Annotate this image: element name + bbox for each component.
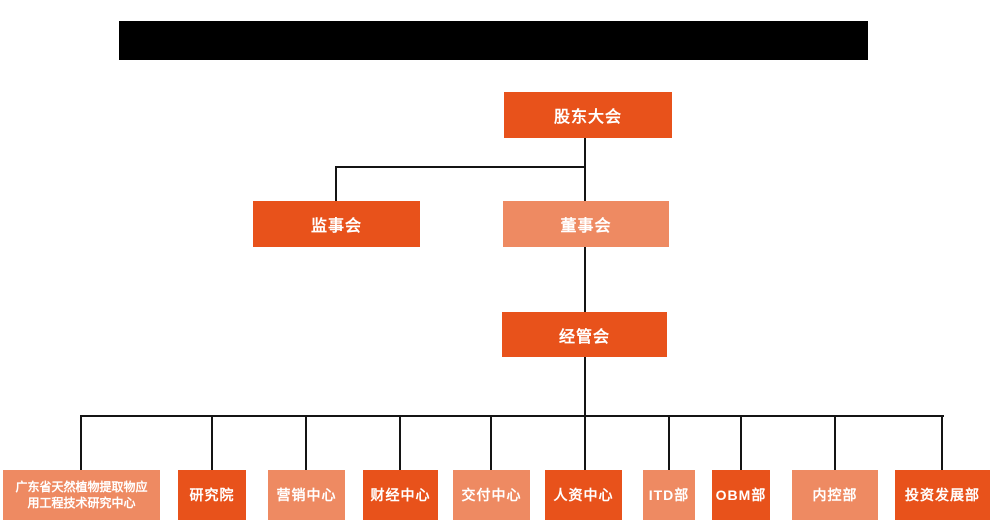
- org-box-label-line2: 用工程技术研究中心: [27, 496, 136, 510]
- org-box-marketing-center: 营销中心: [268, 470, 345, 520]
- connector-departments-horizontal: [80, 415, 944, 417]
- connector-drop-investment-dev-dept: [941, 415, 943, 470]
- connector-drop-internal-control-dept: [834, 415, 836, 470]
- org-box-label: 监事会: [310, 218, 362, 235]
- org-box-finance-center: 财经中心: [363, 470, 438, 520]
- org-box-label: 人资中心: [553, 487, 614, 503]
- connector-drop-hr-center: [584, 415, 586, 470]
- org-box-itd-department: ITD部: [643, 470, 695, 520]
- org-box-shareholders-meeting: 股东大会: [504, 92, 672, 138]
- connector-board-to-management: [584, 247, 586, 312]
- org-box-label: OBM部: [715, 487, 767, 503]
- connector-supervisory-drop: [335, 166, 337, 201]
- org-box-label: 经管会: [558, 328, 610, 346]
- connector-drop-research-institute: [211, 415, 213, 470]
- connector-drop-finance-center: [399, 415, 401, 470]
- connector-row2-horizontal: [335, 166, 586, 168]
- org-box-guangdong-plant-extract-research-center: 广东省天然植物提取物应 用工程技术研究中心: [3, 470, 160, 520]
- org-box-board-of-directors: 董事会: [503, 201, 669, 247]
- redacted-title-bar: [119, 21, 868, 60]
- org-box-label: 内控部: [812, 487, 858, 503]
- org-box-supervisory-board: 监事会: [253, 201, 420, 247]
- org-box-management-committee: 经管会: [502, 312, 667, 357]
- org-box-investment-development-department: 投资发展部: [895, 470, 990, 520]
- org-box-research-institute: 研究院: [178, 470, 246, 520]
- org-box-obm-department: OBM部: [712, 470, 770, 520]
- org-box-label: 交付中心: [461, 487, 522, 503]
- org-box-internal-control-department: 内控部: [792, 470, 878, 520]
- org-box-label: ITD部: [648, 487, 690, 503]
- connector-drop-itd-dept: [668, 415, 670, 470]
- connector-shareholders-down: [584, 138, 586, 201]
- org-box-label: 财经中心: [370, 487, 431, 503]
- connector-drop-research-center: [80, 415, 82, 470]
- connector-management-down: [584, 357, 586, 416]
- org-box-label: 营销中心: [276, 487, 337, 503]
- org-box-label: 股东大会: [553, 109, 622, 126]
- connector-drop-obm-dept: [740, 415, 742, 470]
- org-box-delivery-center: 交付中心: [453, 470, 530, 520]
- org-box-label: 研究院: [189, 487, 235, 503]
- connector-drop-delivery-center: [490, 415, 492, 470]
- org-box-label: 投资发展部: [905, 487, 980, 503]
- org-box-label-line1: 广东省天然植物提取物应: [15, 479, 148, 494]
- org-box-label: 董事会: [560, 218, 612, 235]
- connector-drop-marketing-center: [305, 415, 307, 470]
- org-box-hr-center: 人资中心: [545, 470, 622, 520]
